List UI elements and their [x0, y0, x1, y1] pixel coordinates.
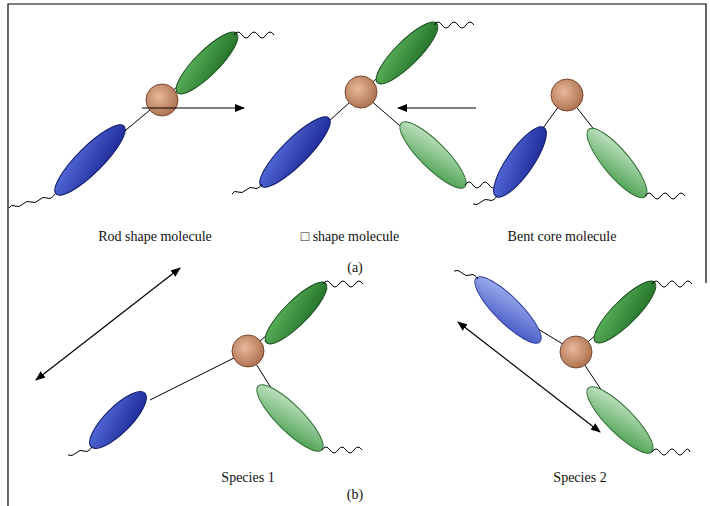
rod-molecule [9, 25, 274, 208]
hybrid-molecule [232, 15, 505, 196]
caption-label: Bent core molecule [508, 229, 617, 246]
transform-arrow [398, 107, 476, 108]
caption-label: Species 1 [221, 470, 274, 487]
caption-label: Rod shape molecule [98, 229, 212, 246]
species-1-molecule [68, 275, 363, 459]
axis-arrow [36, 268, 180, 380]
caption-label: (a) [347, 260, 363, 277]
caption-label: (b) [347, 487, 363, 504]
species-2-molecule [454, 269, 692, 461]
bent-core-molecule [473, 79, 685, 205]
frame [8, 4, 706, 506]
transform-arrow [142, 107, 244, 108]
caption-label: □ shape molecule [301, 229, 400, 246]
caption-label: Species 2 [553, 470, 606, 487]
